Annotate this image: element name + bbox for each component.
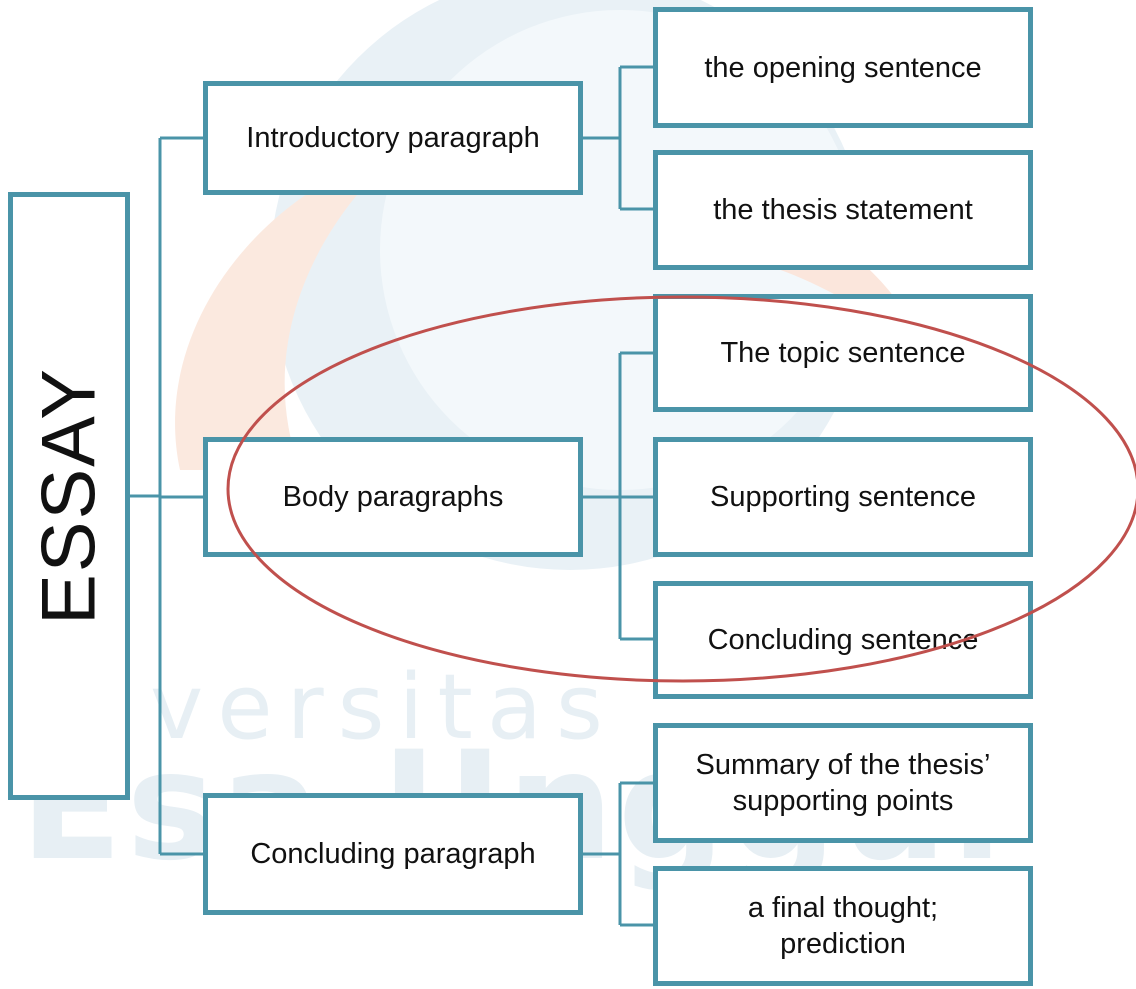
node-body-paragraphs: Body paragraphs (203, 437, 583, 557)
node-concluding-paragraph: Concluding paragraph (203, 793, 583, 915)
node-opening-sentence: the opening sentence (653, 7, 1033, 128)
node-thesis-statement: the thesis statement (653, 150, 1033, 270)
root-label: ESSAY (26, 367, 112, 625)
node-summary-of-thesis: Summary of the thesis’ supporting points (653, 723, 1033, 843)
node-concluding-sentence: Concluding sentence (653, 581, 1033, 699)
node-topic-sentence: The topic sentence (653, 294, 1033, 412)
node-supporting-sentence: Supporting sentence (653, 437, 1033, 557)
node-introductory-paragraph: Introductory paragraph (203, 81, 583, 195)
root-node-essay: ESSAY (8, 192, 130, 800)
node-final-thought: a final thought; prediction (653, 866, 1033, 986)
